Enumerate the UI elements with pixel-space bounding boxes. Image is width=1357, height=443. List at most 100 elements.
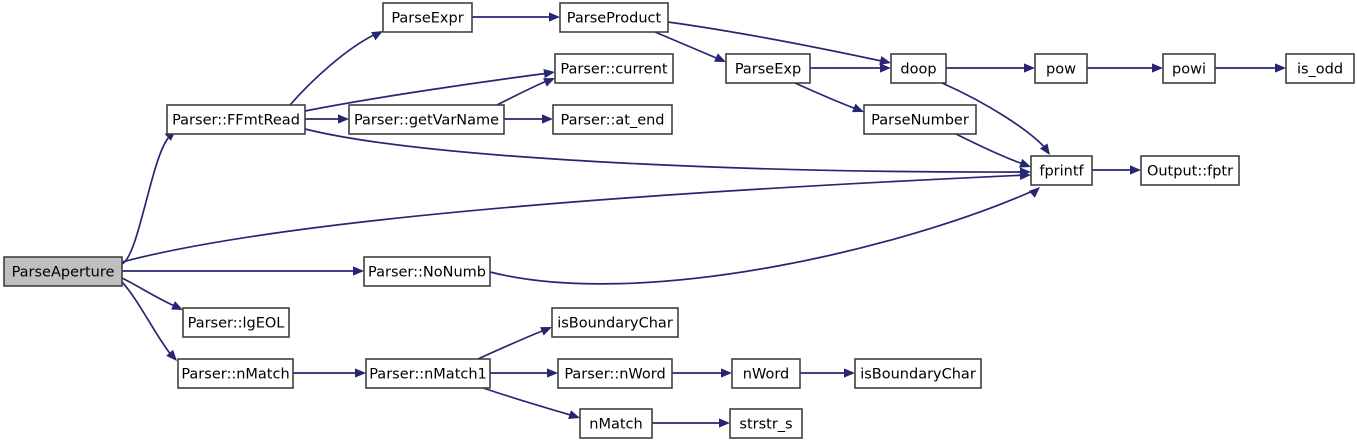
edge-parseaperture-to-nonumb	[122, 266, 364, 276]
edge-arrowhead	[355, 368, 366, 378]
edge-nword_p-to-nword	[672, 368, 732, 378]
graph-node-at_end[interactable]: Parser::at_end	[552, 104, 673, 135]
graph-node-nmatch_p[interactable]: Parser::nMatch	[177, 358, 294, 389]
edge-doop-to-pow	[946, 63, 1035, 73]
graph-node-parseexpr[interactable]: ParseExpr	[382, 2, 473, 33]
edge-line	[489, 189, 1036, 285]
edge-arrowhead	[543, 68, 555, 79]
node-box[interactable]	[1140, 155, 1240, 186]
node-box[interactable]	[554, 53, 674, 84]
edge-line	[496, 79, 550, 106]
graph-node-is_odd[interactable]: is_odd	[1285, 53, 1355, 84]
graph-node-nmatch[interactable]: nMatch	[579, 408, 653, 439]
graph-node-nonumb[interactable]: Parser::NoNumb	[363, 256, 491, 287]
edge-parseaperture-to-nmatch_p	[121, 281, 177, 361]
graph-node-isboundarychar_a[interactable]: isBoundaryChar	[551, 307, 679, 338]
node-box[interactable]	[1030, 155, 1093, 186]
node-box[interactable]	[382, 2, 473, 33]
edge-line	[121, 133, 173, 265]
edge-ffmtread-to-getvarname	[305, 114, 349, 124]
edge-nmatch1_p-to-isboundarychar_a	[477, 327, 552, 360]
node-box[interactable]	[3, 256, 123, 287]
edge-arrowhead	[879, 56, 891, 66]
edge-pow-to-powi	[1087, 63, 1163, 73]
edge-nword-to-isboundarychar_b	[800, 368, 855, 378]
node-box[interactable]	[1285, 53, 1355, 84]
node-box[interactable]	[731, 358, 801, 389]
edge-getvarname-to-current	[496, 78, 555, 106]
edge-arrowhead	[549, 12, 560, 22]
graph-node-fprintf[interactable]: fprintf	[1030, 155, 1093, 186]
edge-parseproduct-to-parseexp	[654, 31, 726, 62]
node-box[interactable]	[552, 104, 673, 135]
node-box[interactable]	[551, 307, 679, 338]
graph-node-lgeol[interactable]: Parser::lgEOL	[182, 307, 290, 338]
graph-node-getvarname[interactable]: Parser::getVarName	[348, 104, 505, 135]
edge-line	[667, 21, 887, 63]
edge-arrowhead	[1028, 187, 1040, 198]
graph-node-nword[interactable]: nWord	[731, 358, 801, 389]
edge-nmatch1_p-to-nmatch	[482, 387, 580, 419]
graph-node-parseproduct[interactable]: ParseProduct	[559, 2, 669, 33]
node-box[interactable]	[363, 256, 491, 287]
node-box[interactable]	[1162, 53, 1216, 84]
node-box[interactable]	[725, 53, 811, 84]
edge-parsenumber-to-fprintf	[955, 133, 1031, 168]
node-box[interactable]	[182, 307, 290, 338]
edge-parseproduct-to-doop	[667, 21, 891, 66]
edge-arrowhead	[338, 114, 349, 124]
edge-arrowhead	[171, 301, 183, 310]
edge-powi-to-is_odd	[1215, 63, 1286, 73]
edge-line	[794, 82, 860, 111]
edge-parseaperture-to-lgeol	[121, 277, 183, 310]
edge-arrowhead	[371, 31, 383, 41]
edge-arrowhead	[1039, 143, 1050, 155]
node-box[interactable]	[854, 358, 982, 389]
graph-node-current[interactable]: Parser::current	[554, 53, 674, 84]
node-box[interactable]	[559, 2, 669, 33]
node-box[interactable]	[365, 358, 491, 389]
node-box[interactable]	[579, 408, 653, 439]
node-box[interactable]	[557, 358, 673, 389]
graph-node-parseexp[interactable]: ParseExp	[725, 53, 811, 84]
edge-arrowhead	[852, 103, 864, 113]
edge-arrowhead	[1019, 158, 1031, 168]
graph-node-isboundarychar_b[interactable]: isBoundaryChar	[854, 358, 982, 389]
edge-parseexp-to-parsenumber	[794, 82, 864, 113]
graph-node-nword_p[interactable]: Parser::nWord	[557, 358, 673, 389]
edge-parseexpr-to-parseproduct	[472, 12, 560, 22]
edge-line	[121, 174, 1027, 263]
edge-arrowhead	[540, 327, 552, 336]
node-box[interactable]	[863, 104, 977, 135]
node-box[interactable]	[166, 104, 306, 135]
graph-node-doop[interactable]: doop	[890, 53, 947, 84]
edge-fprintf-to-outputfptr	[1092, 165, 1141, 175]
edge-line	[941, 82, 1048, 151]
edges-layer	[121, 12, 1286, 428]
graph-node-outputfptr[interactable]: Output::fptr	[1140, 155, 1240, 186]
graph-node-ffmtread[interactable]: Parser::FFmtRead	[166, 104, 306, 135]
edge-parseaperture-to-ffmtread	[121, 130, 176, 265]
edge-ffmtread-to-current	[304, 68, 555, 112]
edge-line	[477, 328, 548, 360]
edge-arrowhead	[1020, 167, 1031, 177]
graph-node-powi[interactable]: powi	[1162, 53, 1216, 84]
edge-arrowhead	[1024, 63, 1035, 73]
graph-node-parseaperture[interactable]: ParseAperture	[3, 256, 123, 287]
node-box[interactable]	[729, 408, 803, 439]
edge-line	[955, 133, 1027, 166]
graph-node-pow[interactable]: pow	[1034, 53, 1088, 84]
node-box[interactable]	[177, 358, 294, 389]
edge-arrowhead	[714, 53, 726, 62]
node-box[interactable]	[890, 53, 947, 84]
edge-arrowhead	[547, 368, 558, 378]
graph-node-nmatch1_p[interactable]: Parser::nMatch1	[365, 358, 491, 389]
edge-parseexp-to-doop	[810, 63, 891, 73]
graph-node-strstr_s[interactable]: strstr_s	[729, 408, 803, 439]
node-box[interactable]	[1034, 53, 1088, 84]
node-box[interactable]	[348, 104, 505, 135]
edge-doop-to-fprintf	[941, 82, 1050, 155]
graph-node-parsenumber[interactable]: ParseNumber	[863, 104, 977, 135]
edge-line	[654, 31, 722, 61]
